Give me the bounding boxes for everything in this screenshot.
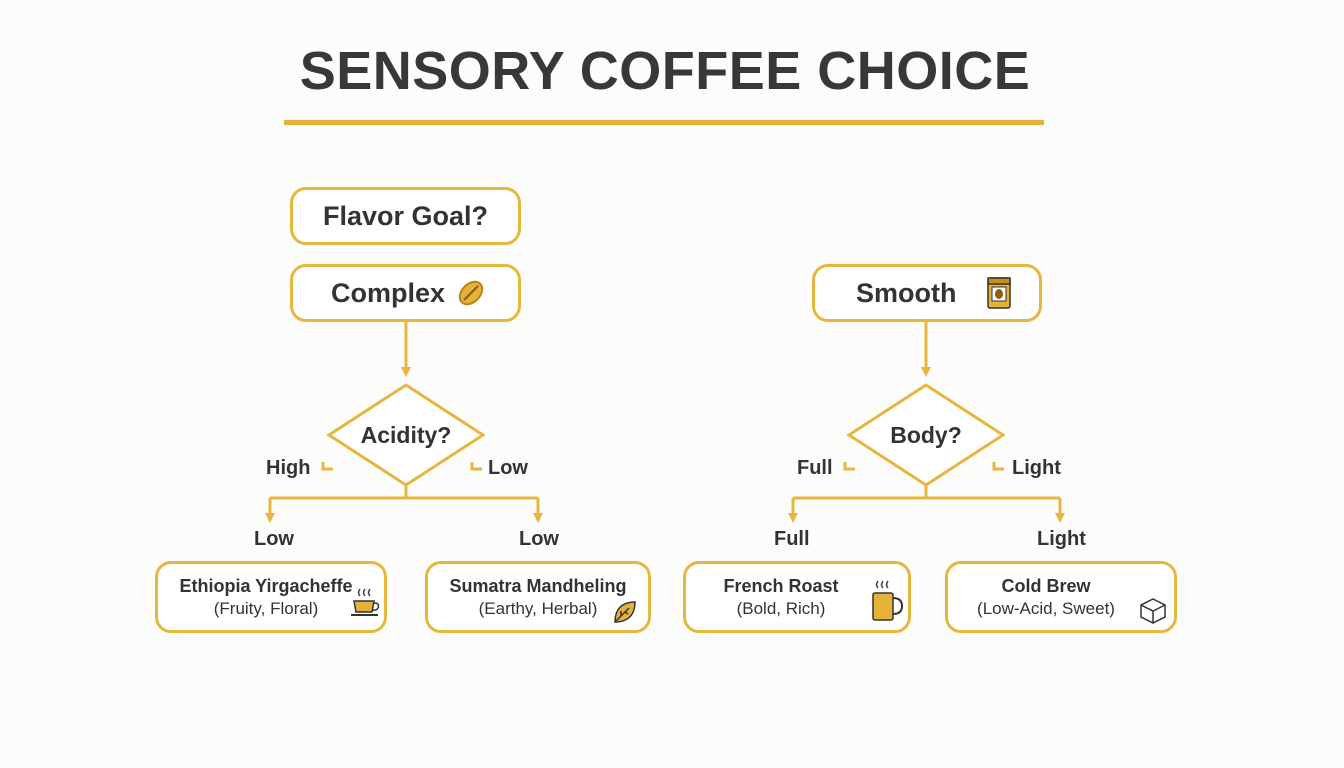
ice-cube-icon — [1140, 598, 1166, 624]
arrow-label-right-2: Light — [1037, 528, 1086, 550]
cold-brew-node: Cold Brew (Low-Acid, Sweet) — [945, 561, 1177, 633]
arrow-label-right-1: Full — [774, 528, 810, 550]
ethiopia-yirgacheffe-node: Ethiopia Yirgacheffe (Fruity, Floral) — [155, 561, 387, 633]
sumatra-mandheling-node: Sumatra Mandheling (Earthy, Herbal) — [425, 561, 651, 633]
body-option-full: Full — [797, 457, 833, 479]
body-option-light: Light — [1012, 457, 1061, 479]
arrow-label-left-2: Low — [519, 528, 559, 550]
coffee-bean-icon — [458, 280, 484, 306]
coffee-bag-icon — [987, 277, 1011, 309]
mug-icon — [872, 580, 904, 621]
page-title: SENSORY COFFEE CHOICE — [299, 41, 1031, 101]
leaf-icon — [614, 601, 636, 623]
acidity-question: Acidity? — [360, 422, 452, 448]
body-question: Body? — [890, 422, 962, 448]
acidity-option-low: Low — [488, 457, 528, 479]
flavor-goal-node: Flavor Goal? — [290, 187, 521, 245]
arrow-label-left-1: Low — [254, 528, 294, 550]
acidity-option-high: High — [266, 457, 311, 479]
title-underline — [284, 120, 1044, 125]
coffee-cup-icon — [351, 588, 380, 616]
